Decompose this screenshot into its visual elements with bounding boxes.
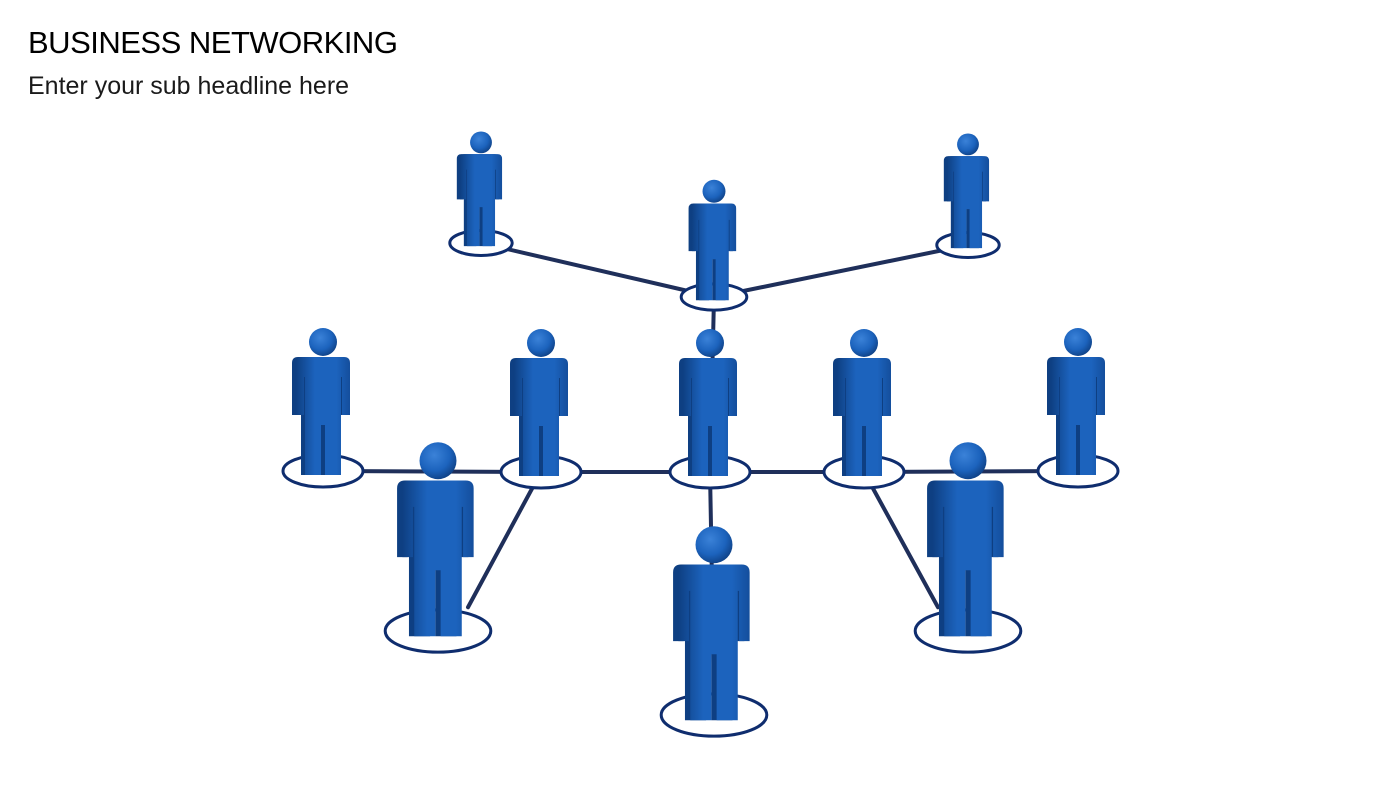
person-icon [833, 329, 891, 476]
person-icon [1047, 328, 1105, 475]
page-subtitle: Enter your sub headline here [28, 72, 350, 100]
person-icon [927, 442, 1004, 637]
connector-line [712, 243, 970, 299]
person-figures [292, 131, 1105, 721]
page-title: BUSINESS NETWORKING [28, 25, 398, 60]
person-icon [673, 526, 750, 721]
connector-line [479, 241, 716, 299]
connector-line [862, 470, 940, 610]
connector-line [466, 470, 543, 610]
person-icon [688, 179, 737, 301]
person-icon [292, 328, 350, 475]
person-icon [510, 329, 568, 476]
base-rings [281, 229, 1120, 738]
person-icon [943, 133, 990, 249]
person-icon [679, 329, 737, 476]
person-icon [456, 131, 503, 247]
person-icon [397, 442, 474, 637]
